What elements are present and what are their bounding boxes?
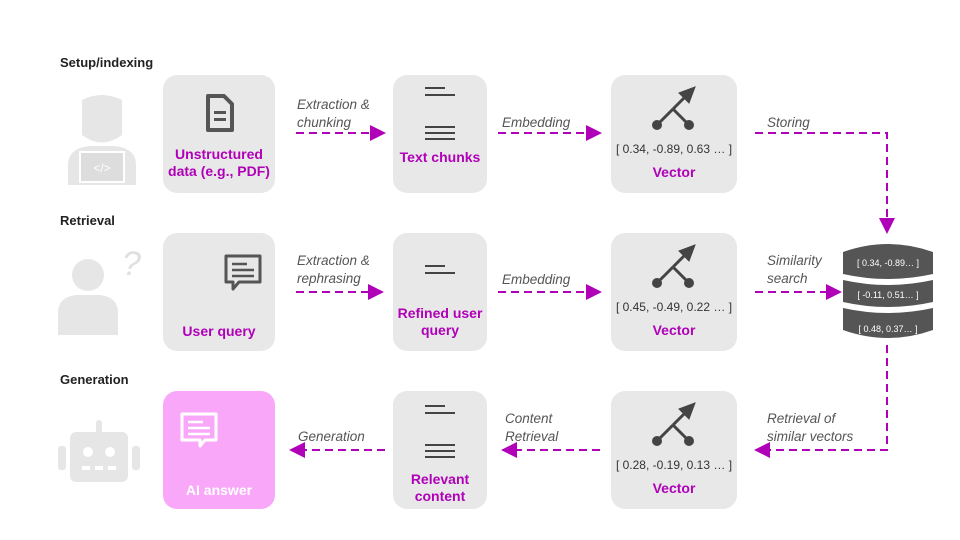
box-title: AI answer [185,482,253,498]
relevant-content-box: Relevant content [393,391,487,509]
box-title: Refined user query [397,305,483,338]
label-extraction-rephrasing: Extraction & rephrasing [297,252,387,288]
section-retrieval: Retrieval [60,213,115,228]
robot-icon [58,420,140,482]
svg-text:?: ? [122,245,141,283]
unstructured-data-box: Unstructured data (e.g., PDF) [163,75,275,193]
label-text: Extraction & rephrasing [297,253,370,286]
vector-box-3: [ 0.28, -0.19, 0.13 … ] Vector [611,391,737,509]
text-lines-icon [425,87,455,140]
developer-icon: </> [68,95,136,185]
vector-values: [ 0.45, -0.49, 0.22 … ] [615,300,733,314]
label-content-retrieval: Content Retrieval [505,411,559,444]
user-question-icon: ? [58,245,141,335]
vector-values: [ 0.34, -0.89, 0.63 … ] [615,142,733,156]
db-entry: [ 0.48, 0.37… ] [858,324,918,334]
box-title: Vector [652,322,696,338]
vector-box-1: [ 0.34, -0.89, 0.63 … ] Vector [611,75,737,193]
vector-icon [652,244,696,288]
label-embedding-1: Embedding [502,115,571,130]
vector-icon [652,402,696,446]
database-icon [843,244,933,338]
text-lines-icon [425,405,455,458]
section-setup: Setup/indexing [60,55,154,70]
vector-icon [652,86,696,130]
svg-text:</>: </> [93,161,110,175]
label-generation: Generation [298,429,365,444]
ai-answer-box: AI answer [163,391,275,509]
vector-values: [ 0.28, -0.19, 0.13 … ] [615,458,733,472]
refined-query-box: Refined user query [393,233,487,351]
vector-database: [ 0.34, -0.89… ] [ -0.11, 0.51… ] [ 0.48… [843,242,933,342]
box-title: Relevant content [410,471,470,504]
box-title: Vector [652,164,696,180]
db-entry: [ -0.11, 0.51… ] [857,290,919,300]
document-icon [206,94,234,132]
label-similarity-search: Similarity search [767,253,822,286]
chat-message-icon [224,254,262,291]
text-chunks-box: Text chunks [393,75,487,193]
box-title: Unstructured data (e.g., PDF) [168,146,270,179]
text-lines-icon [425,265,455,274]
chat-answer-icon [180,412,218,448]
label-extraction-chunking: Extraction & chunking [297,96,387,132]
user-query-box: User query [163,233,275,351]
label-embedding-2: Embedding [502,272,571,287]
vector-box-2: [ 0.45, -0.49, 0.22 … ] Vector [611,233,737,351]
box-title: Vector [652,480,696,496]
box-title: User query [182,323,256,339]
label-storing: Storing [767,115,810,130]
label-text: Extraction & chunking [297,97,370,130]
db-entry: [ 0.34, -0.89… ] [856,258,920,268]
label-retrieval-similar: Retrieval of similar vectors [767,411,854,444]
box-title: Text chunks [399,149,481,165]
section-generation: Generation [60,372,129,387]
